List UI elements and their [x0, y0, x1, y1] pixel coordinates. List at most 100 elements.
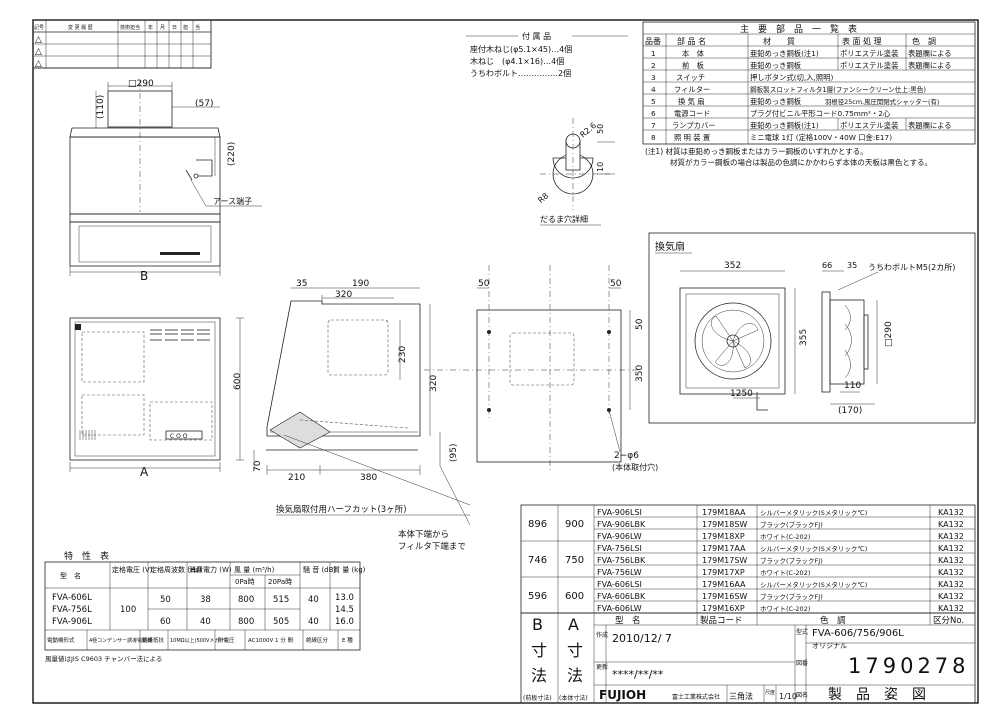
model-table: 896 900 746 750 596 600 FVA-906LSI 179M1… [520, 504, 976, 614]
svg-text:本体下端から: 本体下端から [398, 529, 449, 540]
svg-text:シルバーメタリック(Sメタリック℃): シルバーメタリック(Sメタリック℃) [760, 508, 867, 517]
svg-text:20Pa時: 20Pa時 [268, 578, 292, 586]
svg-text:スイッチ: スイッチ [676, 73, 705, 82]
svg-text:355: 355 [799, 329, 809, 346]
svg-text:600: 600 [565, 591, 584, 602]
svg-text:746: 746 [528, 555, 547, 566]
svg-text:FVA-606LBK: FVA-606LBK [597, 592, 646, 601]
svg-text:電動機形式: 電動機形式 [47, 636, 75, 644]
svg-text:750: 750 [565, 555, 584, 566]
svg-text:△: △ [35, 35, 42, 45]
svg-text:表題欄による: 表題欄による [908, 49, 952, 58]
svg-text:16.0: 16.0 [335, 617, 354, 627]
sheet-border [32, 19, 979, 704]
svg-text:(57): (57) [195, 99, 213, 109]
callouts: 換気扇取付用ハーフカット(3ヶ所) 本体下端から フィルタ下端まで [276, 434, 471, 552]
svg-text:亜鉛めっき鋼板(注1): 亜鉛めっき鋼板(注1) [750, 49, 819, 58]
svg-text:40: 40 [200, 617, 211, 627]
svg-text:シルバーメタリック(Sメタリック℃): シルバーメタリック(Sメタリック℃) [760, 580, 867, 589]
svg-text:179M18AA: 179M18AA [702, 508, 746, 517]
svg-text:照 明 装 置: 照 明 装 置 [674, 133, 710, 142]
svg-text:鋼板製スロットフィルタ1層(ファンシークリーン仕上:黒色): 鋼板製スロットフィルタ1層(ファンシークリーン仕上:黒色) [750, 85, 926, 94]
svg-text:190: 190 [352, 279, 369, 289]
svg-text:179M17SW: 179M17SW [702, 556, 747, 565]
svg-text:505: 505 [273, 617, 289, 627]
svg-text:35: 35 [296, 279, 307, 289]
svg-text:オリジナル: オリジナル [812, 642, 847, 650]
svg-text:515: 515 [273, 595, 289, 605]
svg-text:だるま穴詳細: だるま穴詳細 [540, 214, 588, 224]
svg-text:FVA-906LBK: FVA-906LBK [597, 520, 646, 529]
revision-table: 記号 変 更 履 歴 技術担当 年 月 日 担 当 △ △ △ [32, 19, 212, 69]
svg-text:KA132: KA132 [938, 520, 964, 529]
svg-text:富士工業株式会社: 富士工業株式会社 [672, 693, 720, 701]
svg-text:1: 1 [651, 49, 656, 58]
svg-text:図名: 図名 [796, 691, 808, 699]
svg-text:寸: 寸 [531, 641, 547, 660]
svg-text:FVA-756LW: FVA-756LW [597, 568, 642, 577]
title-block: 型 名 製品コード 色 調 区分No. B 寸 法 (前板寸法) A 寸 法 (… [520, 612, 976, 704]
svg-text:製 品 姿 図: 製 品 姿 図 [828, 687, 926, 703]
svg-text:3: 3 [651, 73, 656, 82]
svg-text:表題欄による: 表題欄による [908, 121, 952, 130]
svg-text:作成: 作成 [596, 631, 608, 639]
keyhole-detail: 50 10 R2.6 R8 だるま穴詳細 [536, 118, 615, 226]
svg-text:プラグ付ビニル平形コード0.75mm²・2心: プラグ付ビニル平形コード0.75mm²・2心 [750, 109, 891, 118]
svg-text:FVA-906L: FVA-906L [52, 617, 92, 627]
svg-text:4極コンデンサー誘導電動機: 4極コンデンサー誘導電動機 [89, 637, 152, 644]
svg-text:KA132: KA132 [938, 580, 964, 589]
svg-text:座付木ねじ(φ5.1×45)…4個: 座付木ねじ(φ5.1×45)…4個 [470, 44, 572, 54]
svg-text:特 性 表: 特 性 表 [64, 550, 109, 562]
svg-text:ポリエステル塗装: ポリエステル塗装 [840, 49, 898, 58]
svg-text:押しボタン式(切,入,照明): 押しボタン式(切,入,照明) [750, 73, 833, 82]
svg-text:179M16XP: 179M16XP [702, 604, 745, 613]
svg-text:13.0: 13.0 [335, 593, 354, 603]
svg-text:法: 法 [531, 666, 547, 685]
svg-text:2: 2 [651, 61, 656, 70]
svg-text:7: 7 [651, 121, 656, 130]
svg-text:フィルター: フィルター [674, 85, 710, 94]
accessories-box: 付 属 品 座付木ねじ(φ5.1×45)…4個 木ねじ (φ4.1×16)…4個… [466, 31, 628, 78]
svg-text:600: 600 [233, 373, 243, 390]
svg-text:△: △ [35, 59, 42, 69]
svg-text:アース端子: アース端子 [213, 196, 252, 206]
svg-text:FVA-606/756/906L: FVA-606/756/906L [812, 628, 904, 639]
svg-text:△: △ [35, 47, 42, 57]
svg-text:(110): (110) [96, 95, 106, 119]
svg-text:50: 50 [478, 279, 490, 289]
back-view: 50 50 50 350 2−φ6 (本体取付穴) [424, 265, 658, 472]
svg-text:E 種: E 種 [342, 636, 353, 644]
svg-text:担: 担 [183, 24, 188, 31]
svg-text:(前板寸法): (前板寸法) [523, 694, 552, 702]
svg-text:(220): (220) [227, 142, 237, 166]
svg-text:換気扇: 換気扇 [655, 240, 685, 253]
svg-text:耐電圧: 耐電圧 [218, 636, 235, 644]
svg-text:絶縁区分: 絶縁区分 [306, 636, 329, 644]
svg-text:□290: □290 [128, 79, 154, 89]
svg-text:年: 年 [148, 24, 153, 31]
svg-text:ブラック(ブラックFJ): ブラック(ブラックFJ) [760, 520, 823, 529]
svg-text:法: 法 [567, 666, 583, 685]
svg-text:質 量 (kg): 質 量 (kg) [333, 565, 366, 574]
svg-text:□290: □290 [884, 321, 894, 347]
svg-text:210: 210 [288, 473, 305, 483]
svg-text:FVA-756LBK: FVA-756LBK [597, 556, 646, 565]
svg-text:表 面 処 理: 表 面 処 理 [842, 36, 882, 46]
svg-text:KA132: KA132 [938, 556, 964, 565]
svg-text:付 属 品: 付 属 品 [522, 31, 551, 41]
svg-text:ホワイト(C-202): ホワイト(C-202) [760, 569, 810, 577]
svg-text:10MΩ以上(500Vメガー): 10MΩ以上(500Vメガー) [170, 637, 226, 644]
svg-text:型式: 型式 [796, 628, 808, 636]
svg-text:図番: 図番 [796, 660, 808, 667]
svg-text:14.5: 14.5 [335, 605, 354, 615]
svg-text:352: 352 [724, 261, 741, 271]
svg-text:日: 日 [172, 25, 177, 31]
svg-text:320: 320 [429, 375, 439, 392]
svg-text:50: 50 [610, 279, 622, 289]
svg-text:800: 800 [238, 595, 254, 605]
svg-text:品番: 品番 [645, 36, 661, 46]
svg-text:ブラック(ブラックFJ): ブラック(ブラックFJ) [760, 592, 823, 601]
svg-text:FVA-906LSI: FVA-906LSI [597, 508, 642, 517]
svg-text:60: 60 [160, 617, 171, 627]
svg-text:ブラック(ブラックFJ): ブラック(ブラックFJ) [760, 556, 823, 565]
